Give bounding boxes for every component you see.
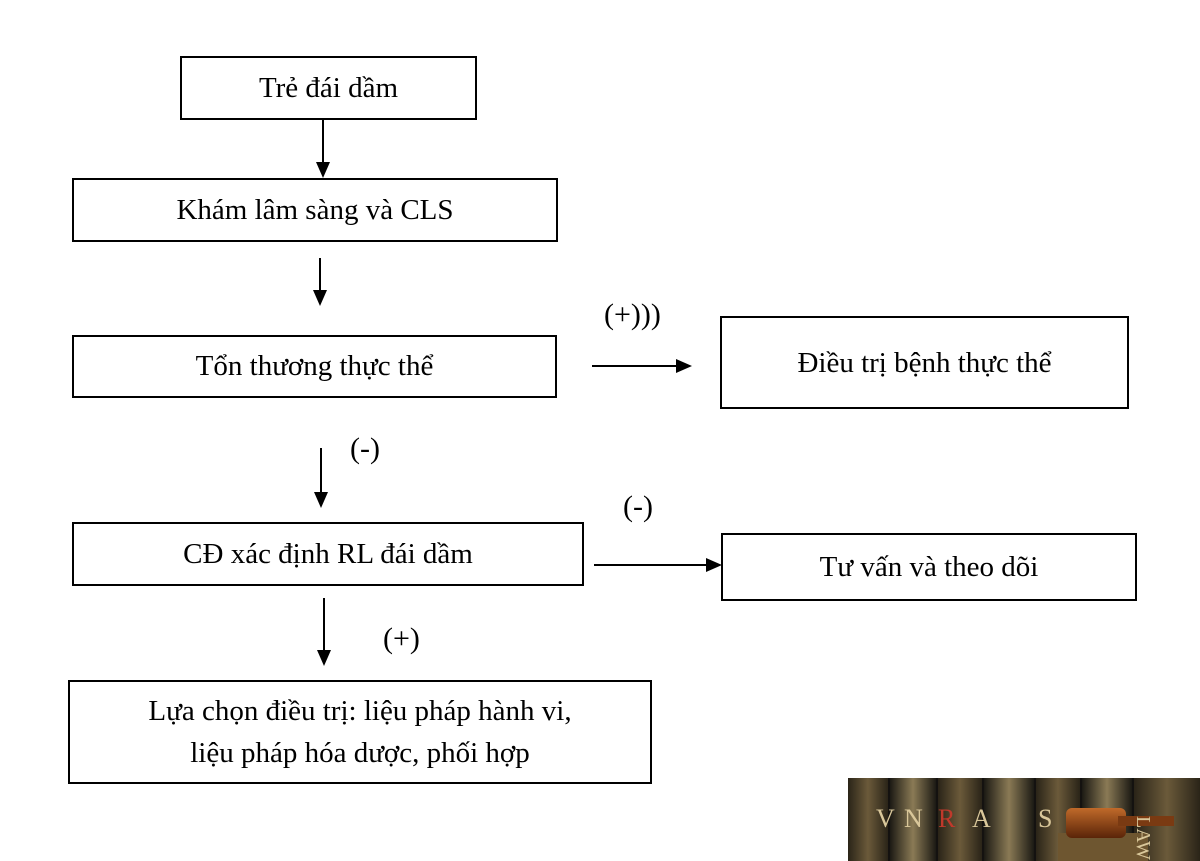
vnras-law-logo: V N R A S LAW (848, 778, 1200, 861)
logo-letter-s: S (1038, 804, 1053, 833)
edge-label-organic-negative: (-) (350, 432, 380, 465)
node-start: Trẻ đái dầm (180, 56, 477, 120)
node-diagnosis-label: CĐ xác định RL đái dầm (183, 537, 473, 570)
node-organic-treatment: Điều trị bệnh thực thể (720, 316, 1129, 409)
logo-letter-v: V (876, 804, 895, 833)
node-diagnosis: CĐ xác định RL đái dầm (72, 522, 584, 586)
node-treatment-choice-line1: Lựa chọn điều trị: liệu pháp hành vi, (148, 694, 572, 727)
logo-letter-r: R (938, 804, 956, 833)
edge-label-diagnosis-positive: (+) (383, 622, 420, 655)
logo-letter-n: N (904, 804, 923, 833)
node-treatment-choice-line2: liệu pháp hóa dược, phối hợp (190, 737, 530, 769)
node-start-label: Trẻ đái dầm (258, 71, 399, 104)
edge-label-diagnosis-negative: (-) (623, 490, 653, 523)
node-counsel: Tư vấn và theo dõi (721, 533, 1137, 601)
logo-letter-a: A (972, 804, 991, 833)
node-organic-treatment-label: Điều trị bệnh thực thể (797, 347, 1052, 379)
node-organic-lesion: Tổn thương thực thể (72, 335, 557, 398)
node-counsel-label: Tư vấn và theo dõi (819, 550, 1039, 583)
logo-side-text: LAW (1132, 816, 1154, 860)
node-treatment-choice: Lựa chọn điều trị: liệu pháp hành vi, li… (68, 680, 652, 784)
edge-label-organic-positive: (+))) (604, 298, 661, 331)
node-organic-lesion-label: Tổn thương thực thể (195, 350, 434, 383)
node-exam-label: Khám lâm sàng và CLS (176, 193, 454, 226)
node-exam: Khám lâm sàng và CLS (72, 178, 558, 242)
